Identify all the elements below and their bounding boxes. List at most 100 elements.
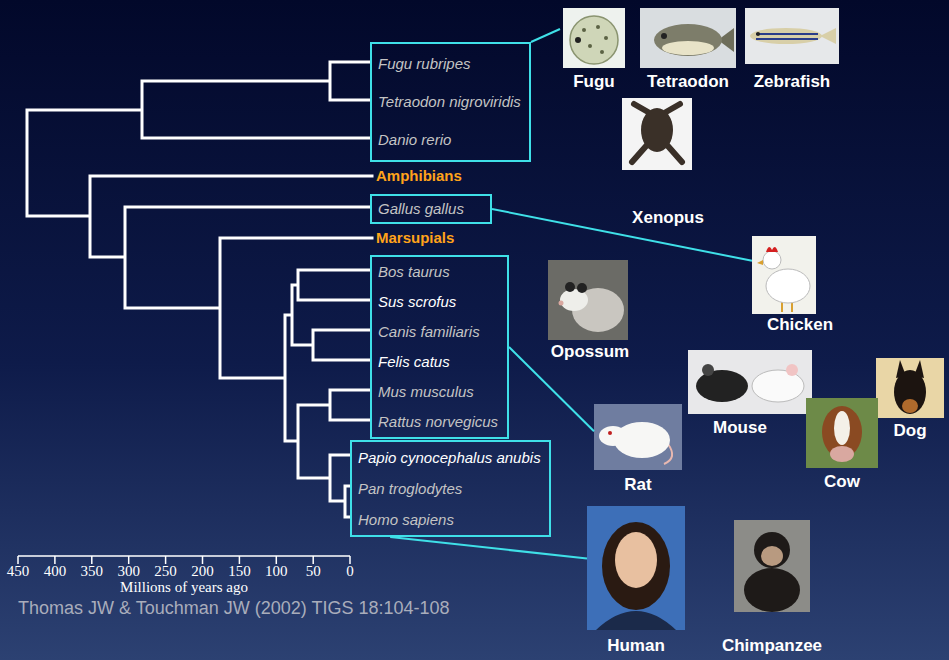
- opossum-ear: [565, 282, 575, 292]
- photo-caption: Rat: [624, 475, 651, 495]
- opossum-nose: [559, 301, 564, 306]
- fish-eye: [575, 37, 581, 43]
- photo-tile: Tetraodon: [636, 8, 740, 92]
- fish-spot: [596, 25, 600, 29]
- dog-muzzle: [902, 399, 918, 413]
- photo-tile: Mouse: [690, 350, 790, 438]
- photo-caption: Zebrafish: [754, 72, 831, 92]
- leader-line: [390, 537, 587, 559]
- axis-tick-label: 400: [44, 563, 67, 579]
- chicken-head: [763, 251, 781, 269]
- human-photo: [587, 506, 685, 630]
- axis-tick-label: 100: [265, 563, 288, 579]
- chicken-body: [766, 269, 810, 303]
- photo-ground: [594, 404, 682, 470]
- species-group-box: Fugu rubripesTetraodon nigroviridisDanio…: [370, 42, 531, 162]
- photo-caption: Fugu: [573, 72, 615, 92]
- fish-eye: [661, 33, 667, 39]
- rat-photo: [594, 404, 682, 470]
- fish-tail: [820, 28, 836, 44]
- axis-title: Millions of years ago: [120, 579, 248, 595]
- human-shoulders: [596, 611, 676, 630]
- species-name: Homo sapiens: [352, 504, 460, 535]
- photo-ground: [734, 520, 810, 612]
- group-label: Marsupials: [376, 229, 454, 247]
- fish-spot: [600, 50, 604, 54]
- axis-tick-label: 150: [228, 563, 251, 579]
- white-mouse: [752, 370, 804, 402]
- mouse-ear: [786, 364, 798, 376]
- axis-tick-label: 300: [117, 563, 140, 579]
- photo-ground: [752, 236, 816, 314]
- species-name: Danio rerio: [372, 121, 457, 159]
- axis-tick-label: 50: [306, 563, 321, 579]
- species-name: Mus musculus: [372, 377, 480, 407]
- fugu-photo: [563, 8, 625, 68]
- photo-caption: Dog: [893, 421, 926, 441]
- photo-tile: Human: [587, 506, 685, 656]
- black-mouse: [696, 370, 748, 402]
- rat-head: [599, 426, 627, 446]
- leader-line: [531, 29, 560, 42]
- species-name: Papio cynocephalus anubis: [352, 442, 547, 473]
- xenopus-photo: [622, 98, 692, 170]
- fish-stripes: [756, 34, 818, 39]
- human-hair: [602, 522, 670, 610]
- chimpanzee-photo: [734, 520, 810, 612]
- fish-spot: [604, 36, 608, 40]
- leader-line-stroke: [531, 29, 560, 42]
- tetraodon-photo: [640, 8, 736, 68]
- dog-photo: [876, 358, 944, 418]
- species-name: Tetraodon nigroviridis: [372, 83, 527, 121]
- photo-ground: [622, 98, 692, 170]
- chimp-head: [754, 532, 790, 568]
- cow-muzzle: [830, 446, 854, 462]
- fish-spot: [582, 28, 586, 32]
- photo-caption: Chicken: [767, 315, 833, 335]
- opossum-photo: [548, 260, 628, 340]
- fish-body: [570, 16, 618, 64]
- species-name: Sus scrofus: [372, 287, 462, 317]
- leader-line: [492, 209, 752, 261]
- photo-tile: Chimpanzee: [720, 520, 825, 656]
- cow-blaze: [834, 411, 850, 445]
- time-axis: [18, 556, 350, 564]
- fish-eye: [756, 32, 760, 36]
- photo-ground: [563, 8, 625, 68]
- tree-branches: [27, 62, 372, 517]
- chicken-beak: [757, 260, 763, 265]
- species-name: Gallus gallus: [372, 196, 470, 222]
- axis-tick-label: 450: [7, 563, 30, 579]
- frog-body: [641, 108, 673, 152]
- leader-line-stroke: [492, 209, 752, 261]
- species-name: Fugu rubripes: [372, 45, 477, 83]
- photo-ground: [640, 8, 736, 68]
- photo-tile: Dog: [876, 358, 944, 441]
- photo-caption: Xenopus: [632, 208, 704, 228]
- species-name: Felis catus: [372, 347, 456, 377]
- photo-ground: [806, 398, 878, 468]
- chicken-photo: [752, 236, 816, 314]
- photo-caption: Cow: [824, 472, 860, 492]
- photo-tile: Opossum: [548, 260, 632, 362]
- photo-ground: [587, 506, 685, 630]
- fish-body: [750, 28, 822, 44]
- chimp-body: [744, 568, 800, 612]
- zebrafish-photo: [745, 8, 839, 64]
- fish-body: [654, 24, 722, 56]
- chimp-face: [761, 546, 783, 566]
- dog-head: [894, 370, 926, 414]
- chicken-comb: [766, 247, 778, 252]
- species-name: Pan troglodytes: [352, 473, 468, 504]
- photo-tile: Fugu: [560, 8, 628, 92]
- photo-tile: Chicken: [752, 236, 848, 335]
- photo-ground: [745, 8, 839, 64]
- leader-line-stroke: [390, 537, 587, 559]
- photo-tile: Zebrafish: [740, 8, 844, 92]
- group-label: Amphibians: [376, 167, 462, 185]
- opossum-ear: [577, 283, 587, 293]
- photo-caption: Human: [607, 636, 665, 656]
- frog-legs: [632, 104, 682, 162]
- photo-ground: [688, 350, 812, 414]
- species-name: Bos taurus: [372, 257, 456, 287]
